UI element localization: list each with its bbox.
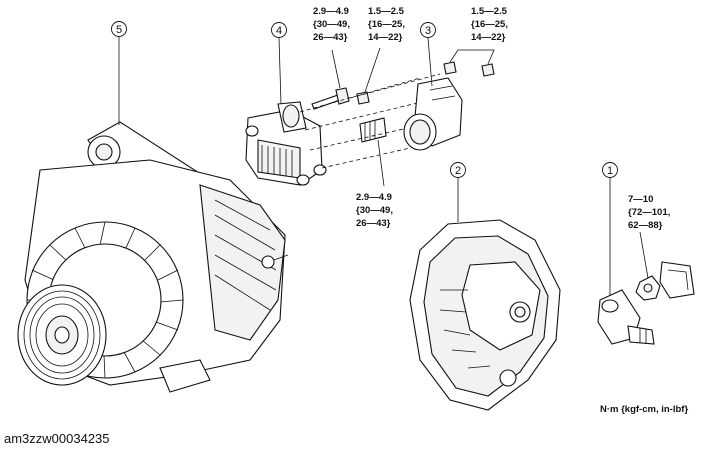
torque-spec-lower-bolt: 2.9—4.9 {30—49, 26—43} xyxy=(356,192,393,229)
svg-text:1: 1 xyxy=(607,165,613,177)
callout-4: 4 xyxy=(271,22,287,38)
torque-spec-brush-holder-screws: 1.5—2.5 {16—25, 14—22} xyxy=(471,6,508,43)
svg-text:2.9—4.9: 2.9—4.9 xyxy=(313,6,349,17)
callout-3: 3 xyxy=(420,22,436,38)
callout-5: 5 xyxy=(111,21,127,37)
regulator-bolt-upper xyxy=(311,87,350,110)
svg-text:26—43}: 26—43} xyxy=(313,32,348,43)
svg-text:14—22}: 14—22} xyxy=(368,32,403,43)
svg-text:1.5—2.5: 1.5—2.5 xyxy=(368,6,405,17)
svg-text:{30—49,: {30—49, xyxy=(313,19,350,30)
rear-cover xyxy=(409,219,561,411)
callout-1: 1 xyxy=(602,162,618,178)
svg-text:1.5—2.5: 1.5—2.5 xyxy=(471,6,508,17)
brush-holder-screw-left xyxy=(443,61,457,75)
svg-text:{16—25,: {16—25, xyxy=(471,19,508,30)
svg-text:62—88}: 62—88} xyxy=(628,220,663,231)
regulator-bolt-lower xyxy=(359,117,387,143)
svg-text:{72—101,: {72—101, xyxy=(628,207,670,218)
svg-text:{30—49,: {30—49, xyxy=(356,205,393,216)
alternator-body xyxy=(17,121,289,393)
svg-text:7—10: 7—10 xyxy=(628,194,653,205)
torque-spec-regulator-bolt: 2.9—4.9 {30—49, 26—43} xyxy=(313,6,350,43)
image-id-label: am3zzw00034235 xyxy=(4,431,110,446)
torque-spec-regulator-screw: 1.5—2.5 {16—25, 14—22} xyxy=(368,6,405,43)
svg-text:14—22}: 14—22} xyxy=(471,32,506,43)
svg-text:5: 5 xyxy=(116,24,122,36)
terminal-cap xyxy=(659,261,695,299)
brush-holder-screw-right xyxy=(481,63,495,77)
torque-spec-terminal-nut: 7—10 {72—101, 62—88} xyxy=(628,194,670,231)
svg-text:{16—25,: {16—25, xyxy=(368,19,405,30)
terminal-nut xyxy=(635,275,661,301)
callout-2: 2 xyxy=(450,162,466,178)
b-terminal xyxy=(597,289,655,345)
svg-text:3: 3 xyxy=(425,25,431,37)
brush-holder xyxy=(403,77,463,151)
svg-text:26—43}: 26—43} xyxy=(356,218,391,229)
torque-units-label: N·m {kgf-cm, in-lbf} xyxy=(600,404,688,415)
voltage-regulator xyxy=(245,101,327,186)
svg-text:4: 4 xyxy=(276,25,282,37)
svg-text:2: 2 xyxy=(455,165,461,177)
pulley xyxy=(17,284,107,386)
svg-text:2.9—4.9: 2.9—4.9 xyxy=(356,192,392,203)
